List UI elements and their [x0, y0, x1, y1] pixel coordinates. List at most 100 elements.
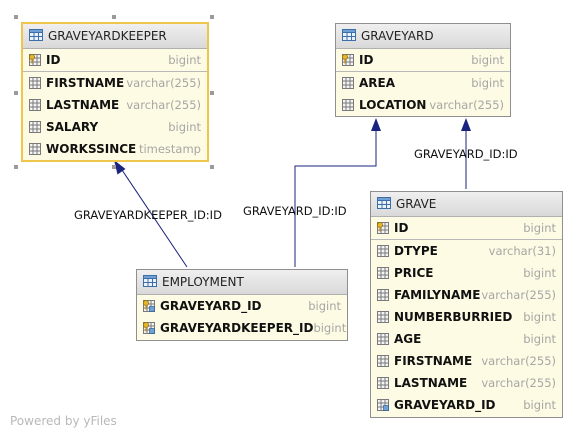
column-name: PRICE — [394, 266, 434, 280]
column-row[interactable]: PRICE bigint — [371, 262, 562, 284]
column-name: DTYPE — [394, 244, 438, 258]
column-row[interactable]: ID bigint — [371, 217, 562, 240]
table-icon — [29, 28, 48, 44]
table-icon — [143, 274, 162, 290]
table-icon — [342, 28, 361, 44]
selection-handle[interactable] — [210, 15, 214, 19]
column-name: ID — [394, 221, 409, 235]
column-name: FIRSTNAME — [394, 354, 473, 368]
selection-handle[interactable] — [14, 165, 18, 169]
column-icon — [377, 377, 389, 389]
column-type: bigint — [523, 398, 556, 412]
column-row[interactable]: DTYPE varchar(31) — [371, 240, 562, 262]
column-type: varchar(255) — [481, 376, 556, 390]
column-row[interactable]: ID bigint — [336, 49, 510, 72]
arrowhead-graveyard-1 — [371, 118, 381, 131]
primary-foreign-key-icon — [143, 322, 155, 334]
column-type: varchar(255) — [481, 354, 556, 368]
column-icon — [29, 77, 41, 89]
table-icon — [377, 196, 396, 212]
column-type: bigint — [308, 299, 341, 313]
column-row[interactable]: GRAVEYARD_ID bigint — [137, 295, 347, 317]
column-row[interactable]: AREA bigint — [336, 72, 510, 94]
column-icon — [377, 311, 389, 323]
edge-employment-graveyard — [294, 121, 377, 267]
foreign-key-icon — [377, 399, 389, 411]
column-name: AREA — [359, 76, 396, 90]
column-type: varchar(255) — [429, 98, 504, 112]
column-icon — [29, 99, 41, 111]
column-name: NUMBERBURRIED — [394, 310, 513, 324]
primary-key-icon — [377, 222, 389, 234]
table-title: EMPLOYMENT — [162, 275, 244, 289]
column-name: WORKSSINCE — [46, 142, 137, 156]
column-icon — [377, 245, 389, 257]
column-icon — [29, 121, 41, 133]
column-type: varchar(31) — [488, 244, 556, 258]
column-name: LOCATION — [359, 98, 427, 112]
column-name: LASTNAME — [394, 376, 468, 390]
edge-employment-keeper — [119, 166, 188, 268]
powered-by-footer: Powered by yFiles — [10, 414, 117, 428]
column-row[interactable]: LASTNAME varchar(255) — [371, 372, 562, 394]
column-icon — [29, 143, 41, 155]
column-name: ID — [46, 53, 61, 67]
column-type: bigint — [523, 266, 556, 280]
column-row[interactable]: LASTNAME varchar(255) — [23, 94, 207, 116]
column-type: varchar(255) — [481, 288, 556, 302]
column-name: ID — [359, 53, 374, 67]
column-name: LASTNAME — [46, 98, 120, 112]
column-row[interactable]: FIRSTNAME varchar(255) — [371, 350, 562, 372]
column-name: GRAVEYARD_ID — [160, 299, 262, 313]
column-icon — [377, 355, 389, 367]
table-title: GRAVE — [396, 197, 437, 211]
column-name: FAMILYNAME — [394, 288, 481, 302]
selection-handle[interactable] — [210, 165, 214, 169]
column-name: GRAVEYARDKEEPER_ID — [160, 321, 314, 335]
column-name: GRAVEYARD_ID — [394, 398, 496, 412]
selection-handle[interactable] — [210, 91, 214, 95]
primary-key-icon — [29, 54, 41, 66]
table-title: GRAVEYARD — [361, 29, 434, 43]
column-type: bigint — [471, 53, 504, 67]
table-title: GRAVEYARDKEEPER — [48, 29, 167, 43]
selection-handle[interactable] — [112, 15, 116, 19]
selection-handle[interactable] — [14, 15, 18, 19]
selection-handle[interactable] — [112, 165, 116, 169]
column-type: bigint — [313, 321, 347, 335]
column-icon — [342, 77, 354, 89]
column-type: timestamp — [138, 142, 201, 156]
column-type: bigint — [523, 332, 556, 346]
table-header[interactable]: EMPLOYMENT — [137, 270, 347, 295]
edge-label-keeper: GRAVEYARDKEEPER_ID:ID — [74, 208, 222, 222]
column-row[interactable]: GRAVEYARD_ID bigint — [371, 394, 562, 416]
primary-key-icon — [342, 54, 354, 66]
edge-label-graveyard: GRAVEYARD_ID:ID — [243, 204, 347, 218]
primary-foreign-key-icon — [143, 300, 155, 312]
column-type: bigint — [471, 76, 504, 90]
column-type: varchar(255) — [126, 98, 201, 112]
column-name: FIRSTNAME — [46, 76, 125, 90]
column-icon — [342, 99, 354, 111]
column-icon — [377, 289, 389, 301]
table-header[interactable]: GRAVEYARD — [336, 24, 510, 49]
arrowhead-graveyard-2 — [461, 118, 471, 131]
table-header[interactable]: GRAVEYARDKEEPER — [23, 24, 207, 49]
column-type: bigint — [523, 221, 556, 235]
table-header[interactable]: GRAVE — [371, 192, 562, 217]
selection-handle[interactable] — [14, 91, 18, 95]
